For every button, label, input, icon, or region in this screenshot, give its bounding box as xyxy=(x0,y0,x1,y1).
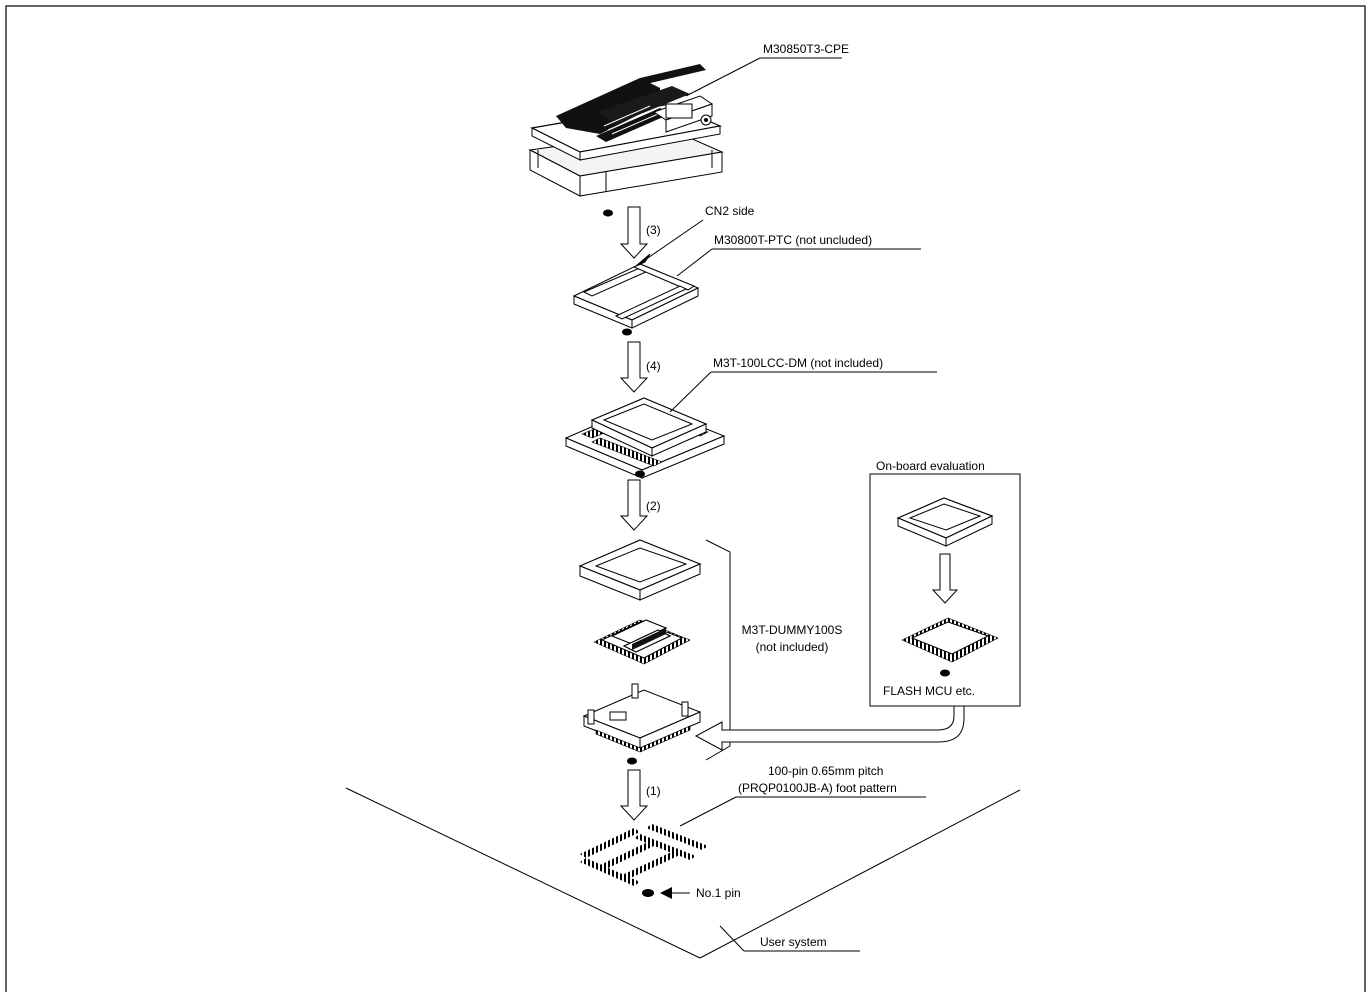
label-foot-line2: (PRQP0100JB-A) foot pattern xyxy=(738,781,897,795)
assembly-arrow-4 xyxy=(619,341,649,393)
dummy-cover-frame xyxy=(578,539,702,601)
label-user-system: User system xyxy=(760,935,827,949)
diagram-border xyxy=(5,5,1366,992)
step-label-3: (3) xyxy=(646,223,661,237)
label-foot-line1: 100-pin 0.65mm pitch xyxy=(768,764,883,778)
assembly-arrow-2 xyxy=(619,479,649,531)
step-label-1: (1) xyxy=(646,784,661,798)
dummy-socket-base xyxy=(582,683,702,765)
step-label-2: (2) xyxy=(646,499,661,513)
assembly-arrow-1 xyxy=(619,769,649,821)
label-no1-pin: No.1 pin xyxy=(696,886,741,900)
label-cn2-side: CN2 side xyxy=(705,204,755,218)
flash-mcu-chip xyxy=(901,617,999,677)
user-system-plane xyxy=(345,787,1021,959)
onboard-connection-arrow xyxy=(694,705,965,751)
label-dummy-line1: M3T-DUMMY100S xyxy=(742,623,843,637)
label-ptc: M30800T-PTC (not uncluded) xyxy=(714,233,872,247)
onboard-title: On-board evaluation xyxy=(876,459,985,473)
assembly-arrow-3 xyxy=(619,206,649,259)
foot-pattern xyxy=(580,824,708,897)
heatsink xyxy=(556,78,660,134)
dummy-bracket xyxy=(705,539,731,761)
label-emulator: M30850T3-CPE xyxy=(763,42,849,56)
dummy-chip xyxy=(593,619,691,665)
label-lcc: M3T-100LCC-DM (not included) xyxy=(713,356,883,370)
emulator-probe xyxy=(528,64,724,217)
pitch-converter-board xyxy=(572,263,700,336)
label-flash-mcu: FLASH MCU etc. xyxy=(883,684,975,698)
onboard-arrow xyxy=(931,553,959,604)
label-dummy-line2: (not included) xyxy=(756,640,829,654)
lcc-socket xyxy=(564,397,726,479)
step-label-4: (4) xyxy=(646,359,661,373)
onboard-cover-frame xyxy=(896,497,994,547)
